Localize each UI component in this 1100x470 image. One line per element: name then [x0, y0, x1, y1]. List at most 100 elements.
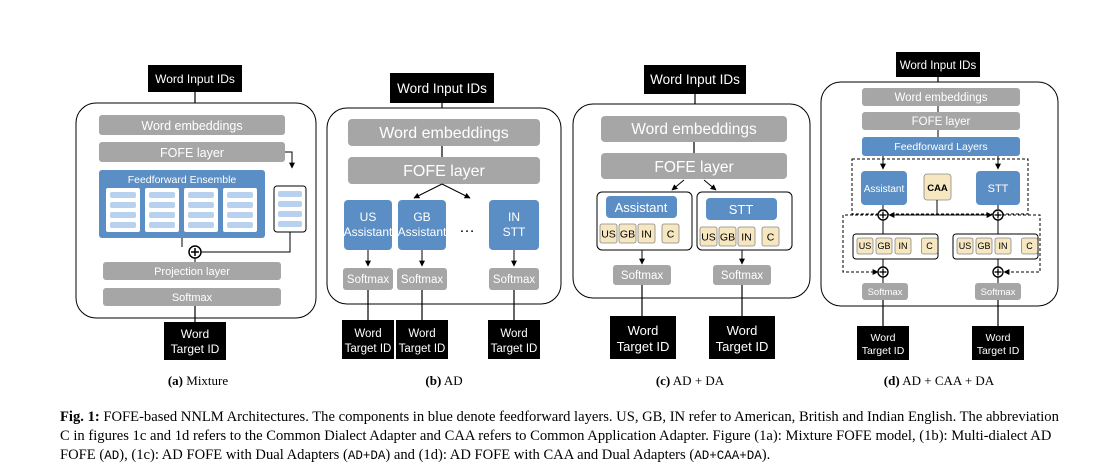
embeddings-label: Word embeddings: [894, 92, 987, 104]
adapter-gb: [618, 223, 637, 244]
target-stt-line1: Word: [986, 332, 1011, 344]
softmax-us: [343, 268, 393, 290]
neuron-bar: [149, 212, 175, 218]
target-box-gb: [396, 320, 448, 359]
adapter-us-label: US: [959, 241, 972, 251]
assistant-label: Assistant: [864, 184, 905, 195]
input-label: Word Input IDs: [900, 60, 977, 72]
more-heads-ellipsis: …: [459, 219, 475, 236]
ensemble-member-2: [145, 188, 179, 232]
target-box: [164, 322, 226, 360]
softmax-in: [489, 268, 539, 290]
target-assistant-line1: Word: [871, 332, 896, 344]
neuron-bar: [227, 212, 253, 218]
stt-label: STT: [988, 183, 1009, 195]
adapter-gb: [975, 237, 993, 255]
softmax-gb: [397, 268, 447, 290]
neuron-bar: [227, 202, 253, 208]
embeddings-label: Word embeddings: [631, 121, 757, 138]
ensemble-member-1: [106, 188, 140, 232]
ensemble-members: [106, 188, 257, 232]
in-stt-label-line2: STT: [503, 225, 526, 239]
adapter-gb-label: GB: [720, 231, 735, 243]
heads-dashed-group: [851, 158, 1029, 215]
adapter-c-label: C: [1026, 241, 1033, 251]
input-label: Word Input IDs: [650, 72, 740, 87]
target-in-line2: Target ID: [491, 343, 538, 355]
caa-label: CAA: [927, 183, 948, 194]
target-stt-line2: Target ID: [977, 345, 1020, 357]
gb-assistant-label-line2: Assistant: [398, 225, 447, 239]
adapter-us-label: US: [859, 241, 872, 251]
sum-node-icon: [992, 266, 1004, 278]
adapter-us: [856, 237, 874, 255]
target-us-line1: Word: [354, 328, 381, 340]
gb-assistant-label-line1: GB: [413, 210, 430, 224]
softmax-stt-label: Softmax: [981, 287, 1016, 298]
fofe-layer: [348, 157, 540, 184]
target-label-line1: Word: [181, 327, 209, 341]
neuron-bar: [188, 212, 214, 218]
neuron-bar: [278, 201, 302, 207]
fofe-label: FOFE layer: [403, 163, 485, 180]
embeddings-layer: [99, 115, 285, 135]
softmax-layer: [103, 288, 281, 306]
neuron-bar: [149, 202, 175, 208]
neuron-bar: [149, 192, 175, 198]
neuron-bar: [278, 221, 302, 227]
gb-assistant-head: [398, 200, 446, 250]
adapter-c: [1021, 237, 1038, 255]
softmax-assistant: [862, 283, 908, 300]
panel-b-ad: Word Input IDs Word embeddings FOFE laye…: [326, 73, 562, 388]
panel-label: (d) AD + CAA + DA: [884, 373, 995, 388]
embeddings-label: Word embeddings: [379, 125, 509, 142]
caption-code-ad-da: AD+DA: [347, 449, 386, 463]
caption-text-3: ) and (1d): AD FOFE with CAA and Dual Ad…: [385, 447, 695, 463]
caption-code-ad-caa-da: AD+CAA+DA: [694, 449, 762, 463]
us-assistant-label-line1: US: [360, 210, 377, 224]
target-box-us: [342, 320, 394, 359]
panel-label: (c) AD + DA: [656, 373, 725, 388]
adapter-us-label: US: [601, 228, 616, 240]
adapter-c-label: C: [667, 228, 675, 240]
neuron-bar: [278, 211, 302, 217]
softmax-us-label: Softmax: [347, 274, 389, 286]
sum-node-icon: [877, 209, 889, 221]
neuron-bar: [110, 212, 136, 218]
input-box: [148, 65, 242, 92]
input-label: Word Input IDs: [397, 81, 487, 96]
target-assistant-line2: Target ID: [862, 345, 905, 357]
adapter-us-label: US: [701, 231, 716, 243]
neuron-bar: [188, 202, 214, 208]
fofe-layer: [862, 112, 1020, 130]
ensemble-member-4: [223, 188, 257, 232]
input-box: [644, 65, 746, 94]
adapter-c-label: C: [926, 241, 933, 251]
adapter-c: [921, 237, 938, 255]
assistant-head: [606, 196, 677, 218]
softmax-gb-label: Softmax: [401, 274, 443, 286]
ensemble-label: Feedforward Ensemble: [128, 174, 237, 186]
feedforward-layers: [862, 137, 1020, 156]
us-assistant-head: [344, 200, 392, 250]
target-label-line2: Target ID: [171, 342, 220, 356]
neuron-bar: [278, 191, 302, 197]
sum-node-icon: [992, 209, 1004, 221]
adapter-c: [661, 223, 680, 244]
softmax-stt: [713, 265, 771, 285]
neuron-bar: [110, 222, 136, 228]
figure-caption: Fig. 1: FOFE-based NNLM Architectures. T…: [60, 408, 1070, 466]
fofe-layer: [99, 142, 285, 162]
target-in-line1: Word: [500, 328, 527, 340]
feedforward-label: Feedforward Layers: [894, 141, 987, 153]
adapter-in-label: IN: [999, 241, 1008, 251]
adapter-gb: [718, 226, 737, 247]
adapter-c: [761, 226, 780, 247]
ensemble-member-3: [184, 188, 218, 232]
neuron-bar: [227, 192, 253, 198]
projection-label: Projection layer: [154, 266, 230, 278]
projection-layer: [103, 262, 281, 280]
input-label: Word Input IDs: [155, 72, 235, 86]
